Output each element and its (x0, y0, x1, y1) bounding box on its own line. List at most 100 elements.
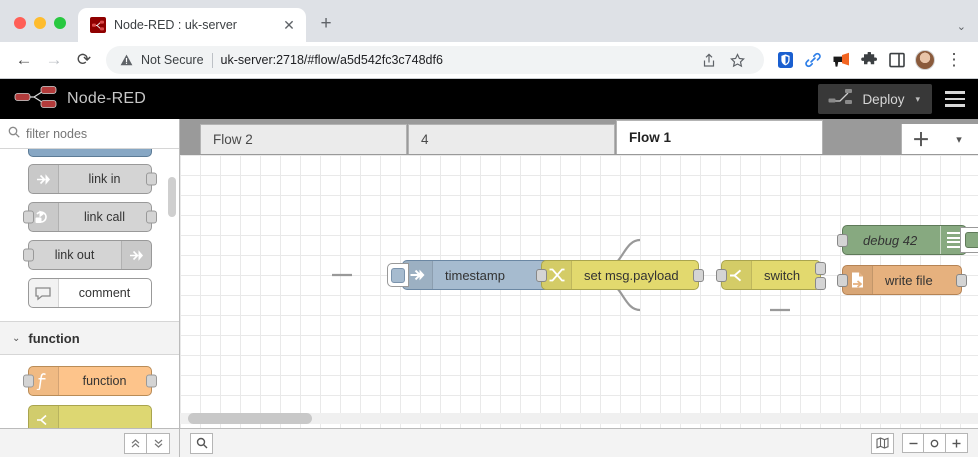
flow-tab-bar: Flow 2 4 Flow 1 ＋ ▾ (180, 119, 978, 155)
palette-node-label: link out (54, 248, 95, 262)
canvas-footer-actions (180, 432, 213, 454)
node-palette: link in link call link out (0, 119, 180, 428)
input-port[interactable] (536, 269, 547, 282)
address-bar[interactable]: Not Secure uk-server:2718/#flow/a5d542fc… (106, 46, 764, 74)
palette-node-link-call[interactable]: link call (22, 202, 157, 232)
new-tab-button[interactable]: + (320, 13, 332, 34)
collapse-all-button[interactable] (124, 432, 147, 454)
browser-toolbar: ← → ⟳ Not Secure uk-server:2718/#flow/a5… (0, 42, 978, 79)
input-port[interactable] (837, 274, 848, 287)
navigator-map-icon[interactable] (871, 432, 894, 454)
tab-label: Flow 2 (213, 132, 253, 147)
palette-scrollbar[interactable] (168, 177, 176, 217)
deploy-button[interactable]: Deploy ▾ (818, 84, 932, 114)
flow-node-inject[interactable]: timestamp (387, 260, 555, 290)
browser-tab-title: Node-RED : uk-server (114, 18, 237, 32)
main-menu-button[interactable] (932, 79, 978, 119)
close-tab-button[interactable]: ✕ (283, 16, 295, 33)
output-port[interactable] (145, 172, 157, 186)
output-port[interactable] (145, 374, 157, 388)
flow-node-switch[interactable]: switch (716, 260, 826, 290)
close-window-button[interactable] (14, 17, 26, 29)
palette-node-link-in[interactable]: link in (27, 164, 157, 194)
palette-node-partial[interactable] (27, 149, 152, 157)
header-actions: Deploy ▾ (818, 79, 978, 119)
deploy-label: Deploy (862, 91, 905, 107)
deploy-dropdown-caret-icon[interactable]: ▾ (915, 93, 920, 104)
inject-trigger-button[interactable] (387, 263, 409, 287)
shield-extension-icon[interactable] (772, 47, 798, 73)
scrollbar-thumb[interactable] (188, 413, 312, 424)
node-red-logo-icon (14, 84, 58, 115)
input-port[interactable] (716, 269, 727, 282)
canvas-horizontal-scrollbar[interactable] (180, 413, 978, 424)
browser-menu-button[interactable]: ⋮ (945, 50, 963, 69)
flow-node-write-file[interactable]: write file (837, 265, 967, 295)
zoom-out-button[interactable] (902, 433, 924, 453)
omnibox-actions (696, 47, 750, 73)
palette-node-comment[interactable]: comment (27, 278, 152, 308)
tab-flow-2[interactable]: Flow 2 (200, 124, 407, 154)
chevron-down-icon: ⌄ (12, 332, 21, 344)
output-port[interactable] (956, 274, 967, 287)
search-flows-button[interactable] (190, 432, 213, 454)
debug-tail (940, 226, 966, 254)
flow-node-change[interactable]: set msg.payload (536, 260, 704, 290)
not-secure-warning-icon[interactable] (120, 54, 133, 67)
forward-button[interactable]: → (45, 50, 63, 69)
tab-4[interactable]: 4 (408, 124, 615, 154)
palette-node-switch-partial[interactable] (27, 405, 152, 428)
share-icon[interactable] (696, 47, 722, 73)
switch-icon (722, 261, 752, 289)
output-port[interactable] (145, 210, 157, 224)
palette-node-label: function (82, 374, 127, 388)
search-input[interactable] (26, 126, 171, 141)
security-status-label: Not Secure (141, 53, 204, 67)
browser-tab[interactable]: Node-RED : uk-server ✕ (78, 8, 306, 42)
reload-button[interactable]: ⟳ (76, 50, 92, 69)
side-panel-icon[interactable] (884, 47, 910, 73)
avatar[interactable] (912, 47, 938, 73)
app-header: Node-RED Deploy ▾ (0, 79, 978, 119)
star-icon[interactable] (724, 47, 750, 73)
palette-node-link-out[interactable]: link out (22, 240, 152, 270)
hamburger-line (945, 104, 965, 107)
window-controls (0, 17, 78, 42)
zoom-controls (871, 432, 978, 454)
link-extension-icon[interactable] (800, 47, 826, 73)
output-port[interactable] (693, 269, 704, 282)
back-button[interactable]: ← (15, 50, 33, 69)
flow-canvas[interactable]: timestamp set msg.payload (180, 155, 978, 428)
input-port[interactable] (22, 374, 34, 388)
output-port-1[interactable] (815, 262, 826, 275)
palette-filter-row[interactable] (0, 119, 179, 149)
flow-node-label: debug 42 (863, 232, 918, 248)
debug-enable-toggle[interactable] (960, 227, 978, 253)
expand-all-button[interactable] (147, 432, 170, 454)
output-port-2[interactable] (815, 277, 826, 290)
minimize-window-button[interactable] (34, 17, 46, 29)
palette-category-function[interactable]: ⌄ function (0, 321, 179, 355)
maximize-window-button[interactable] (54, 17, 66, 29)
tab-flow-1[interactable]: Flow 1 (616, 120, 823, 154)
function-icon (28, 367, 59, 395)
palette-scroll-area: link in link call link out (0, 149, 179, 428)
add-flow-button[interactable]: ＋ (912, 130, 930, 150)
megaphone-extension-icon[interactable] (828, 47, 854, 73)
omnibox-divider (211, 52, 213, 68)
app-logo-group: Node-RED (14, 84, 146, 115)
input-port[interactable] (22, 210, 34, 224)
app-body: link in link call link out (0, 119, 978, 428)
palette-node-function[interactable]: function (22, 366, 157, 396)
flow-list-menu-button[interactable]: ▾ (956, 133, 962, 146)
input-port[interactable] (837, 234, 848, 247)
link-out-icon (120, 241, 151, 269)
flow-node-debug-42[interactable]: debug 42 (837, 225, 978, 255)
input-port[interactable] (22, 248, 34, 262)
zoom-in-button[interactable] (946, 433, 968, 453)
link-call-icon (28, 203, 59, 231)
flow-node-label: set msg.payload (584, 267, 679, 283)
zoom-reset-button[interactable] (924, 433, 946, 453)
tab-search-chevron-icon[interactable]: ⌄ (956, 21, 966, 33)
puzzle-extension-icon[interactable] (856, 47, 882, 73)
